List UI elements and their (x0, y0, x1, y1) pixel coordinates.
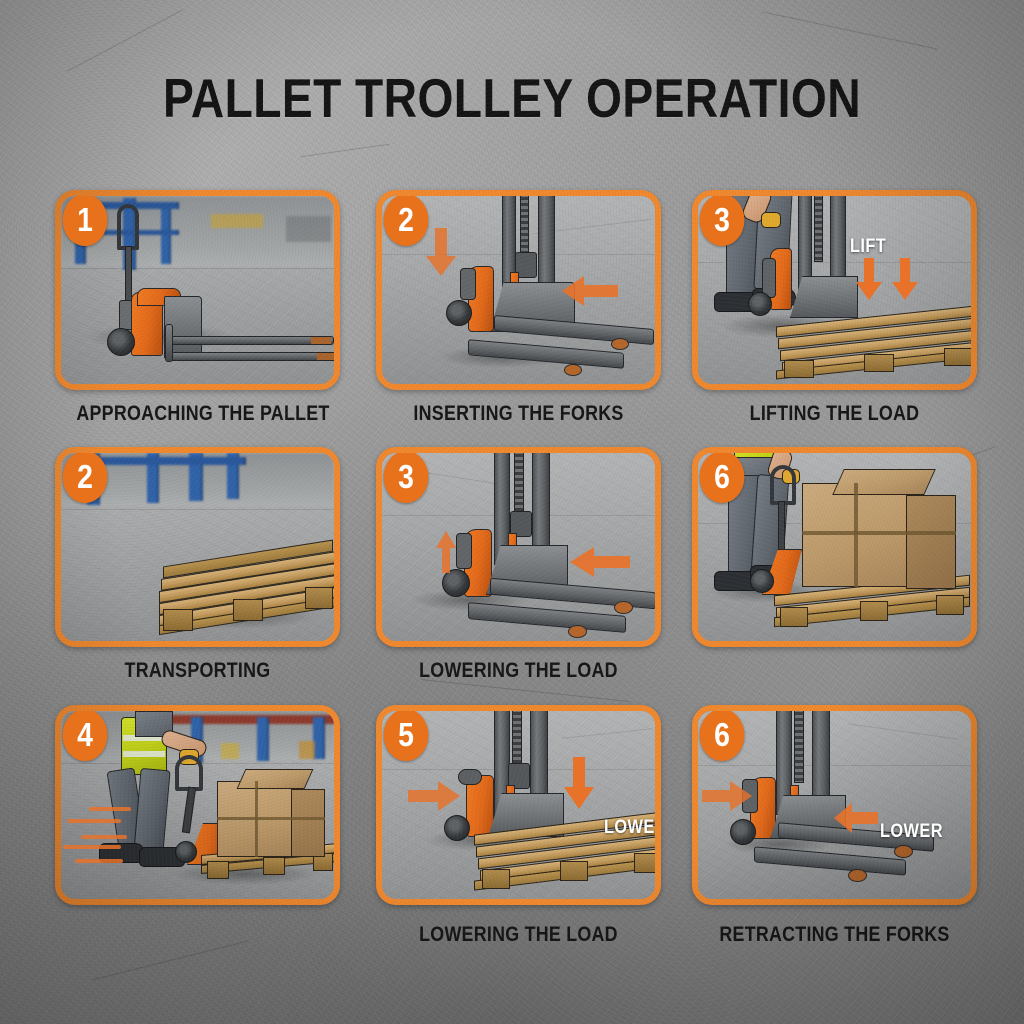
step-caption: LOWERING THE LOAD (419, 923, 618, 946)
arrow-down-icon (856, 258, 882, 300)
panel-frame: 3 (376, 447, 661, 647)
step-caption: TRANSPORTING (124, 659, 271, 682)
arrow-down-icon (562, 757, 596, 809)
panel-image-lowering-onto-pallet: LOWER (382, 711, 655, 899)
arrow-right-icon (408, 779, 462, 813)
step-panel-4[interactable]: 2 TRANSPORTING (55, 447, 340, 682)
step-number-badge: 4 (62, 711, 108, 761)
step-panel-9[interactable]: LOWER 6 RETRACTING THE FORKS (692, 705, 977, 946)
panel-image-lowering-the-load (382, 453, 655, 641)
lift-label: LIFT (850, 236, 887, 257)
step-panel-7[interactable]: 4 (55, 705, 340, 905)
step-caption: LOWERING THE LOAD (419, 659, 618, 682)
panel-frame: 2 (376, 190, 661, 390)
panel-frame: LOWER 5 (376, 705, 661, 905)
step-caption: INSERTING THE FORKS (413, 402, 624, 425)
arrow-left-icon (568, 545, 630, 579)
step-panel-3[interactable]: LIFT 3 LIFTING THE LOAD (692, 190, 977, 425)
motion-line (63, 845, 121, 849)
page-title: PALLET TROLLEY OPERATION (163, 67, 861, 129)
panel-image-inserting-the-forks (382, 196, 655, 384)
panel-frame: 2 (55, 447, 340, 647)
arrow-left-icon (560, 274, 618, 308)
panel-image-operator-transporting-load (61, 711, 334, 899)
panel-image-transporting (61, 453, 334, 641)
step-panel-5[interactable]: 3 LOWERING THE LOAD (376, 447, 661, 682)
arrow-up-icon (434, 531, 458, 573)
panel-image-operator-with-loaded-pallet (698, 453, 971, 641)
step-panel-1[interactable]: 1 APPROACHING THE PALLET (55, 190, 340, 425)
panel-frame: 1 (55, 190, 340, 390)
panel-frame: LIFT 3 (692, 190, 977, 390)
panel-frame: 4 (55, 705, 340, 905)
panel-frame: LOWER 6 (692, 705, 977, 905)
step-number-badge: 3 (383, 453, 429, 503)
step-number-badge: 3 (699, 196, 745, 246)
panel-image-approaching-the-pallet (61, 196, 334, 384)
lower-label: LOWER (880, 821, 943, 842)
step-number-badge: 6 (699, 453, 745, 503)
step-caption: RETRACTING THE FORKS (719, 923, 950, 946)
step-number-badge: 6 (699, 711, 745, 761)
motion-line (89, 807, 131, 811)
panel-frame: 6 (692, 447, 977, 647)
arrow-left-icon (832, 803, 878, 833)
motion-line (81, 835, 127, 839)
step-number-badge: 5 (383, 711, 429, 761)
step-caption: LIFTING THE LOAD (749, 402, 920, 425)
motion-line (75, 859, 123, 863)
arrow-right-icon (702, 779, 754, 813)
arrow-down-icon (424, 228, 458, 276)
panel-image-retracting-the-forks: LOWER (698, 711, 971, 899)
panel-image-lifting-the-load: LIFT (698, 196, 971, 384)
step-panel-2[interactable]: 2 INSERTING THE FORKS (376, 190, 661, 425)
step-caption: APPROACHING THE PALLET (76, 402, 330, 425)
step-panel-6[interactable]: 6 (692, 447, 977, 647)
arrow-down-icon (892, 258, 918, 300)
motion-line (67, 819, 121, 823)
step-number-badge: 2 (62, 453, 108, 503)
step-number-badge: 1 (62, 196, 108, 246)
step-panel-8[interactable]: LOWER 5 LOWERING THE LOAD (376, 705, 661, 946)
lower-label: LOWER (604, 817, 655, 838)
step-number-badge: 2 (383, 196, 429, 246)
